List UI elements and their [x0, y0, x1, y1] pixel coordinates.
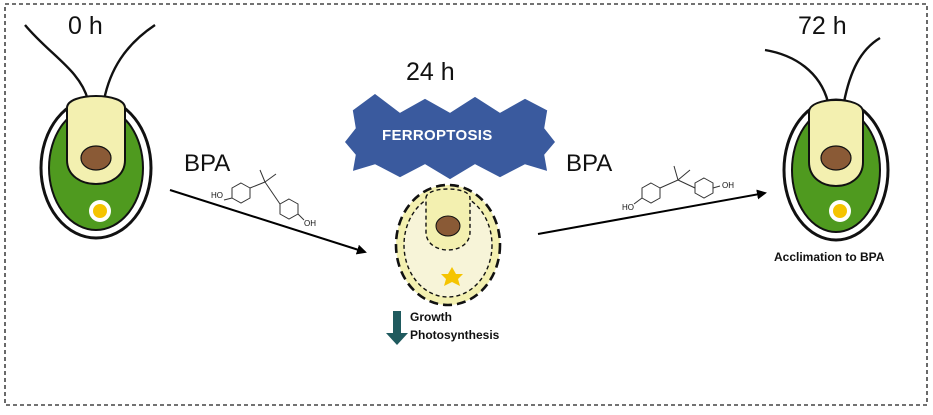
algal-cell-ferroptotic [394, 183, 502, 307]
ferroptosis-label: FERROPTOSIS [382, 127, 493, 144]
arrow-to-24h [169, 189, 367, 255]
ferroptosis-burst [343, 92, 557, 181]
flagellum-right [842, 36, 881, 103]
molecule-label-ho: HO [211, 191, 223, 200]
nucleus [80, 145, 112, 171]
flagellum-left [24, 24, 90, 101]
cytoplasm [66, 95, 126, 185]
molecule-label-ho: HO [622, 203, 634, 212]
eyespot [833, 204, 847, 218]
bpa-label-right: BPA [566, 150, 613, 177]
effect-photosynthesis: Photosynthesis [410, 328, 500, 342]
effect-growth: Growth [410, 310, 452, 324]
algal-cell-acclimated [764, 36, 890, 242]
decrease-arrow-icon [386, 311, 408, 345]
nucleus [435, 215, 461, 237]
flagellum-left [764, 48, 830, 103]
molecule-label-oh: OH [304, 219, 316, 228]
algal-cell-initial [24, 24, 156, 240]
bpa-label-left: BPA [184, 150, 231, 177]
eyespot-damaged [441, 267, 463, 286]
outcome-label: Acclimation to BPA [774, 250, 885, 264]
nucleus [820, 145, 852, 171]
dashed-frame [4, 3, 928, 406]
time-label-middle: 24 h [406, 58, 455, 86]
eyespot [93, 204, 107, 218]
time-label-end: 72 h [798, 12, 847, 40]
cytoplasm [808, 99, 864, 187]
bpa-molecule-right [633, 165, 721, 205]
arrow-to-72h [537, 189, 767, 235]
bpa-molecule-left [223, 169, 305, 221]
flagellum-right [102, 24, 156, 101]
molecule-label-oh: OH [722, 181, 734, 190]
time-label-start: 0 h [68, 12, 103, 40]
